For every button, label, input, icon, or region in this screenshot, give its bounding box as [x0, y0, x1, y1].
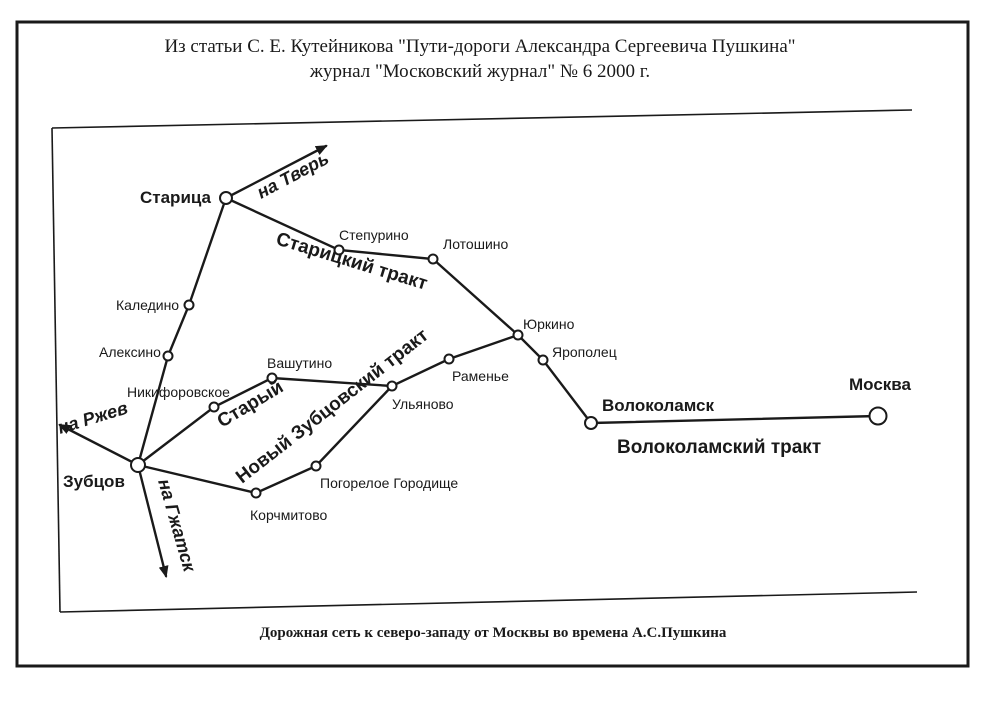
label-aleksino: Алексино: [99, 344, 161, 360]
label-na-tver: на Тверь: [253, 148, 332, 202]
node-kaledino: [183, 299, 195, 311]
road-novy-zubtsovsky-trakt: [136, 384, 394, 495]
label-lotoshino: Лотошино: [443, 236, 508, 252]
label-yaropolets: Ярополец: [552, 344, 617, 360]
arrow-to-rzhev: [58, 423, 140, 467]
node-ramenye: [443, 353, 455, 365]
arrow-to-gzhatsk: [136, 463, 169, 578]
node-zubtsov: [130, 457, 146, 473]
label-nikiforovskoe: Никифоровское: [127, 384, 230, 400]
label-yurkino: Юркино: [523, 316, 575, 332]
label-volokolamsky-trakt: Волоколамский тракт: [617, 437, 821, 458]
node-stepurino: [333, 244, 345, 256]
label-pogoreloe: Погорелое Городище: [320, 475, 458, 491]
header-line-2: журнал "Московский журнал" № 6 2000 г.: [309, 61, 650, 82]
node-ulyanovo: [386, 380, 398, 392]
road-staritsky-trakt: [224, 196, 593, 425]
node-moskva: [868, 406, 888, 426]
outer-frame: [15, 20, 970, 668]
header-line-1: Из статьи С. Е. Кутейникова "Пути-дороги…: [164, 36, 795, 57]
label-kaledino: Каледино: [116, 297, 179, 313]
node-staritsa: [219, 191, 233, 205]
road-staritsa-zubtsov: [136, 196, 228, 467]
node-volokolamsk: [584, 416, 598, 430]
node-nikiforovskoe: [208, 401, 220, 413]
label-vashutino: Вашутино: [267, 355, 332, 371]
road-lines: [58, 144, 880, 578]
map-caption: Дорожная сеть к северо-западу от Москвы …: [260, 625, 727, 641]
arrow-to-tver: [224, 144, 328, 200]
label-zubtsov: Зубцов: [63, 472, 125, 491]
label-ulyanovo: Ульяново: [392, 396, 454, 412]
map-border-top: [51, 109, 913, 129]
map-border-left: [51, 127, 61, 613]
label-stepurino: Степурино: [339, 227, 409, 243]
node-yurkino: [512, 329, 524, 341]
node-yaropolets: [537, 354, 549, 366]
map-border-bottom: [59, 591, 918, 613]
settlement-markers: [130, 191, 888, 499]
node-lotoshino: [427, 253, 439, 265]
label-korchmitovo: Корчмитово: [250, 507, 327, 523]
node-korchmitovo: [250, 487, 262, 499]
label-na-rzhev: на Ржев: [55, 398, 130, 438]
label-volokolamsk: Волоколамск: [602, 396, 715, 415]
label-staritsa: Старица: [140, 188, 212, 207]
node-aleksino: [162, 350, 174, 362]
road-volokolamsky-trakt: [589, 414, 880, 425]
node-pogoreloe: [310, 460, 322, 472]
road-stary-trakt: [136, 333, 520, 467]
label-moskva: Москва: [849, 375, 912, 394]
node-vashutino: [266, 372, 278, 384]
label-ramenye: Раменье: [452, 368, 509, 384]
